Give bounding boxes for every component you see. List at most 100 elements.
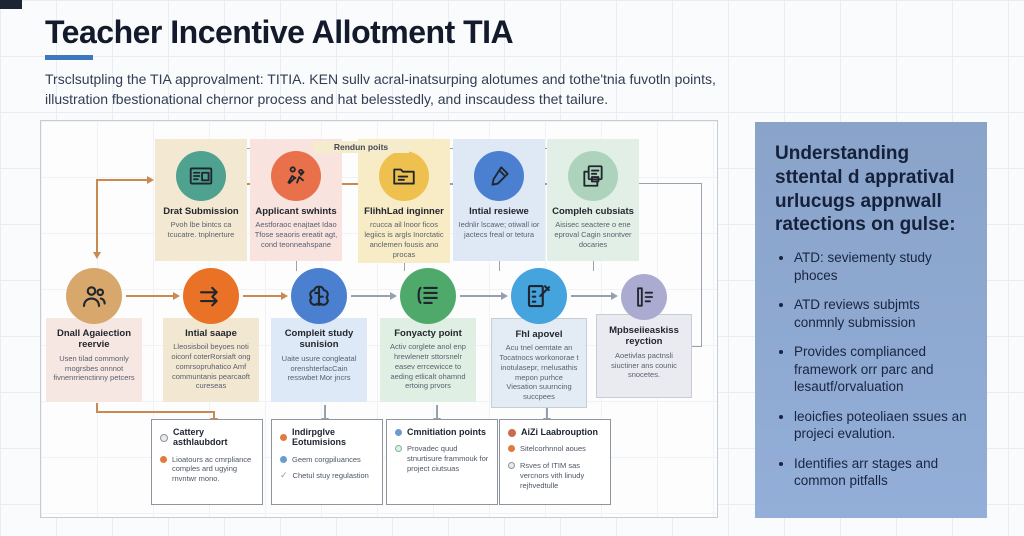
node-circle	[511, 268, 567, 324]
corner-mark	[0, 0, 22, 9]
summary-box-2: Indirpglve Eotumisions Geem corgpiluance…	[271, 419, 383, 505]
subtitle-line-1: Trsclsutpling the TIA approvalment: TITI…	[45, 71, 716, 87]
node-circle	[400, 268, 456, 324]
flow-node-flihhlad-inginner: FlihhLad inginner rcucca ail lnoor ficos…	[358, 139, 450, 264]
flow-node-intial-resiewe: Intial resiewe Iednlir lscawe; otiwall i…	[453, 139, 545, 261]
title-underline	[45, 55, 93, 60]
arrow-right	[126, 292, 180, 300]
arrow-down	[321, 405, 329, 425]
orange-dot-icon	[280, 434, 287, 442]
node-desc: rcucca ail lnoor ficos legiics is argls …	[364, 220, 444, 259]
arrow-down	[210, 411, 218, 425]
page-title: Teacher Incentive Allotment TIA	[45, 14, 514, 50]
gray-ring-icon	[160, 433, 168, 442]
flow-node-applicant-swhints: Applicant swhints Aestforaoc enajtaet Id…	[250, 139, 342, 261]
sidebar-bullet: ATD: seviementy study phoces	[794, 249, 967, 284]
node-desc: Aisisec seactere o ene eproval Cagin sno…	[554, 220, 632, 249]
node-desc: Pvoh lbe bintcs ca tcucatre. tnplnerture	[167, 220, 235, 240]
node-circle	[66, 268, 122, 324]
flow-node-mpbseiieaskiss-reyction: Mpbseiieaskiss reyction Aoetivlas pactns…	[596, 268, 692, 398]
orange-dot-icon	[160, 455, 167, 463]
arrow-right	[96, 176, 154, 184]
connector-line	[701, 183, 702, 347]
arrow-down	[93, 179, 101, 259]
node-title: Compleh cubsiats	[552, 206, 634, 217]
arrow-right	[243, 292, 288, 300]
folder-icon	[393, 168, 415, 185]
flow-node-fonyacty-point: Fonyacty point Activ corglete anol enp h…	[380, 268, 476, 402]
node-circle	[379, 151, 429, 201]
node-desc: Lleosisboil beyoes noti oiconf coterRors…	[171, 342, 251, 391]
node-text-box: Compleit study sunision Uaite usure cong…	[271, 318, 367, 402]
orange-dot-icon	[508, 445, 515, 453]
red-dot-icon	[508, 428, 516, 437]
people-group-icon	[82, 286, 106, 308]
arrow-right	[571, 292, 618, 300]
sidebar-bullet: leoicfies poteoliaen ssues an projeci ev…	[794, 408, 967, 443]
node-circle	[183, 268, 239, 324]
node-title: Applicant swhints	[255, 206, 337, 217]
box-item-text: Geem corgpiluances	[292, 454, 361, 464]
arrow-right	[351, 292, 397, 300]
flow-node-compleh-cubsiats: Compleh cubsiats Aisisec seactere o ene …	[547, 139, 639, 261]
arrow-right	[460, 292, 508, 300]
node-text-box: Fonyacty point Activ corglete anol enp h…	[380, 318, 476, 402]
document-lines-icon	[417, 286, 438, 304]
node-circle	[271, 151, 321, 201]
connector-line	[404, 261, 405, 271]
node-text-box: Intial saape Lleosisboil beyoes noti oic…	[163, 318, 259, 402]
node-title: FlihhLad inginner	[364, 206, 444, 217]
node-circle	[474, 151, 524, 201]
flowchart-panel: Rendun poits Drat Submission Pvoh lbe bi…	[40, 120, 718, 518]
node-desc: Aoetivlas pactnsli siuctiner ans counic …	[611, 350, 677, 380]
header: Teacher Incentive Allotment TIA Trsclsut…	[45, 14, 745, 110]
flow-node-dnall-agaiection: Dnall Agaiection reervie Usen tilad comm…	[46, 268, 142, 402]
node-desc: Uaite usure congleatal orenshterfacCain …	[281, 353, 357, 383]
page-subtitle: Trsclsutpling the TIA approvalment: TITI…	[45, 69, 745, 110]
box-item-text: Chetul stuy regulastion	[292, 471, 369, 481]
flow-node-compleit-study: Compleit study sunision Uaite usure cong…	[271, 268, 367, 402]
double-arrows-icon	[199, 286, 218, 307]
node-circle	[568, 151, 618, 201]
flow-node-fhl-apovel: Fhl apovel Acu tnel oemtate an Tocatnocs…	[491, 268, 587, 408]
flashlight-icon	[491, 166, 509, 186]
box-item-text: Sitelcorhnnol aoues	[520, 444, 586, 454]
people-activity-icon	[287, 166, 305, 184]
arrow-down	[433, 405, 441, 425]
sidebar-bullet: Identifies arr stages and common pitfall…	[794, 455, 967, 490]
box-item-text: Provadec quud stnurtisure frammouk for p…	[407, 444, 489, 473]
node-desc: Acu tnel oemtate an Tocatnocs workonorae…	[499, 343, 579, 402]
box-title: Cmnitiation points	[407, 427, 486, 437]
sidebar-bullet: Provides complianced framework orr parc …	[794, 343, 967, 396]
node-title: Intial resiewe	[469, 206, 529, 217]
node-title: Fhl apovel	[515, 329, 563, 340]
box-title: AiZi Laabrouption	[521, 427, 598, 437]
node-title: Compleit study sunision	[284, 328, 354, 351]
node-text-box: Mpbseiieaskiss reyction Aoetivlas pactns…	[596, 314, 692, 398]
node-circle	[176, 151, 226, 201]
node-desc: Iednlir lscawe; otiwall ior jactecs frea…	[458, 220, 540, 240]
node-desc: Activ corglete anol enp hrewlenetr sttor…	[390, 342, 466, 391]
node-title: Drat Submission	[163, 206, 239, 217]
connector-line	[619, 183, 701, 184]
node-circle	[621, 274, 667, 320]
bracket-label: Rendun poits	[313, 141, 409, 153]
node-text-box: Fhl apovel Acu tnel oemtate an Tocatnocs…	[491, 318, 587, 408]
summary-box-4: AiZi Laabrouption Sitelcorhnnol aoues Rs…	[499, 419, 611, 505]
sidebar-bullet: ATD reviews subjmts conmnly submission	[794, 296, 967, 331]
node-text-box: Dnall Agaiection reervie Usen tilad comm…	[46, 318, 142, 402]
connector-line	[96, 403, 98, 411]
brain-icon	[309, 285, 329, 306]
box-item-text: Rsves of ITIM sas vercnors vith linudy r…	[520, 461, 585, 490]
node-title: Fonyacty point	[394, 328, 462, 339]
green-ring-icon	[395, 445, 402, 453]
blue-dot-icon	[280, 455, 287, 463]
document-news-icon	[189, 167, 213, 185]
gray-ring-icon	[508, 462, 515, 470]
node-title: Mpbseiieaskiss reyction	[609, 325, 679, 348]
node-circle	[291, 268, 347, 324]
connector-line	[499, 261, 500, 271]
connector-line	[296, 261, 297, 271]
tablet-pen-icon	[527, 284, 551, 308]
node-title: Intial saape	[185, 328, 237, 339]
